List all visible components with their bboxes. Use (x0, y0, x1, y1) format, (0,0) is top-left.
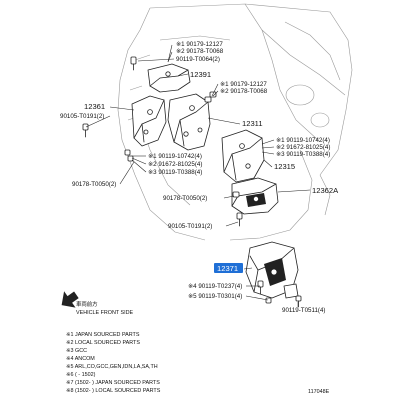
label-90119-t0388-left: ※3 90119-T0388(4) (148, 169, 202, 176)
label-90105-t0191-left: 90105-T0191(2) (60, 113, 104, 120)
note-3: ※3 GCC (66, 348, 87, 354)
bracket-12315-illustration (221, 129, 265, 183)
engine-block-outline (117, 3, 353, 241)
front-label-en: VEHICLE FRONT SIDE (76, 310, 134, 316)
label-90178-t0068-mid: ※2 90178-T0068 (220, 88, 268, 95)
label-90119-t0064: 90119-T0064(2) (176, 56, 220, 63)
note-1: ※1 JAPAN SOURCED PARTS (66, 332, 140, 338)
mount-12362a-illustration (231, 177, 279, 215)
bracket-12361-illustration (131, 95, 167, 147)
label-90119-t0388-right: ※3 90119-T0388(4) (276, 151, 330, 158)
label-91672-81025-right: ※2 91672-81025(4) (276, 144, 330, 151)
note-6: ※6 ( - 1502) (66, 372, 96, 378)
leader-lines (85, 44, 311, 307)
label-12361: 12361 (84, 102, 105, 111)
label-12391: 12391 (190, 70, 211, 79)
label-90178-t0050-left: 90178-T0050(2) (72, 181, 116, 188)
figure-code: 117048E (308, 389, 330, 395)
vehicle-front-indicator: 車両前方 VEHICLE FRONT SIDE (61, 291, 134, 316)
footnotes-legend: ※1 JAPAN SOURCED PARTS ※2 LOCAL SOURCED … (66, 332, 161, 394)
label-12311: 12311 (242, 119, 263, 128)
label-90119-t0301: ※5 90119-T0301(4) (188, 293, 242, 300)
label-12315: 12315 (274, 162, 295, 171)
label-91672-81025-left: ※2 91672-81025(4) (148, 161, 202, 168)
note-4: ※4 ANCOM (66, 356, 95, 362)
front-label-jp: 車両前方 (76, 300, 98, 308)
label-90105-t0191-center: 90105-T0191(2) (168, 223, 212, 230)
label-90179-12127-top: ※1 90179-12127 (176, 41, 223, 48)
label-90119-t0237: ※4 90119-T0237(4) (188, 283, 242, 290)
highlight-12371 (214, 263, 243, 273)
label-90178-t0050-center: 90178-T0050(2) (163, 195, 207, 202)
note-5: ※5 ARL,CO,GCC,GEN,IDN,LA,SA,TH (66, 364, 158, 370)
note-2: ※2 LOCAL SOURCED PARTS (66, 340, 140, 346)
bracket-12391-illustration (147, 63, 191, 93)
label-12371[interactable]: 12371 (217, 264, 238, 273)
label-90179-12127-mid: ※1 90179-12127 (220, 81, 267, 88)
bracket-12311-illustration (167, 93, 211, 151)
label-90119-t0511: 90119-T0511(4) (282, 307, 325, 314)
part-labels: ※1 90179-12127 ※2 90178-T0068 90119-T006… (60, 41, 339, 314)
front-arrow-icon (61, 291, 79, 308)
note-7: ※7 (1502- ) JAPAN SOURCED PARTS (66, 380, 160, 386)
label-90119-10742-right: ※1 90119-10742(4) (276, 137, 330, 144)
note-8: ※8 (1502- ) LOCAL SOURCED PARTS (66, 388, 161, 394)
label-90178-t0068-top: ※2 90178-T0068 (176, 48, 224, 55)
label-12362a: 12362A (312, 186, 339, 195)
insulator-12371-illustration (245, 241, 299, 299)
label-90119-10742-left: ※1 90119-10742(4) (148, 153, 202, 160)
